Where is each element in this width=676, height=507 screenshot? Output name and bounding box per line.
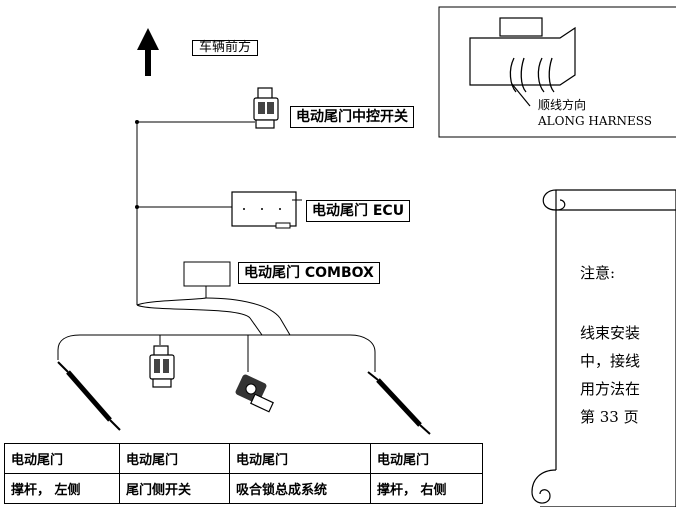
- component-detail: 吸合锁总成系统: [229, 473, 371, 504]
- ecu-icon: [231, 191, 302, 229]
- vehicle-front-arrow: [137, 28, 159, 76]
- ecu-label: 电动尾门 ECU: [306, 200, 411, 222]
- component-table: 电动尾门 电动尾门 电动尾门 电动尾门 撑杆， 左侧 尾门侧开关 吸合锁总成系统…: [4, 443, 483, 504]
- note-line: 第 33 页: [580, 408, 639, 426]
- latch-icon: [235, 374, 274, 413]
- note-title: 注意:: [580, 264, 616, 282]
- combox-label: 电动尾门 COMBOX: [238, 262, 380, 284]
- harness-label-cn: 顺线方向: [538, 98, 587, 112]
- central-switch-icon: [253, 87, 279, 129]
- left-strut-icon: [57, 361, 121, 431]
- vehicle-front-label: 车辆前方: [192, 40, 259, 56]
- note-line: 用方法在: [580, 380, 641, 398]
- tailgate-side-switch-icon: [149, 345, 175, 388]
- distribution-harness: [57, 334, 376, 372]
- central-switch-label: 电动尾门中控开关: [290, 106, 414, 128]
- harness-inset: [438, 6, 676, 138]
- component-detail: 尾门侧开关: [119, 473, 230, 504]
- note-line: 中，接线: [580, 352, 641, 370]
- right-strut-icon: [367, 371, 431, 435]
- combox-icon: [183, 261, 231, 287]
- harness-label-en: ALONG HARNESS: [538, 114, 653, 128]
- note-scroll: [531, 189, 676, 507]
- component-name: 电动尾门: [119, 443, 230, 474]
- component-name: 电动尾门: [229, 443, 371, 474]
- component-name: 电动尾门: [4, 443, 120, 474]
- component-detail: 撑杆， 右侧: [370, 473, 483, 504]
- component-detail: 撑杆， 左侧: [4, 473, 120, 504]
- component-name: 电动尾门: [370, 443, 483, 474]
- note-line: 线束安装: [580, 324, 641, 342]
